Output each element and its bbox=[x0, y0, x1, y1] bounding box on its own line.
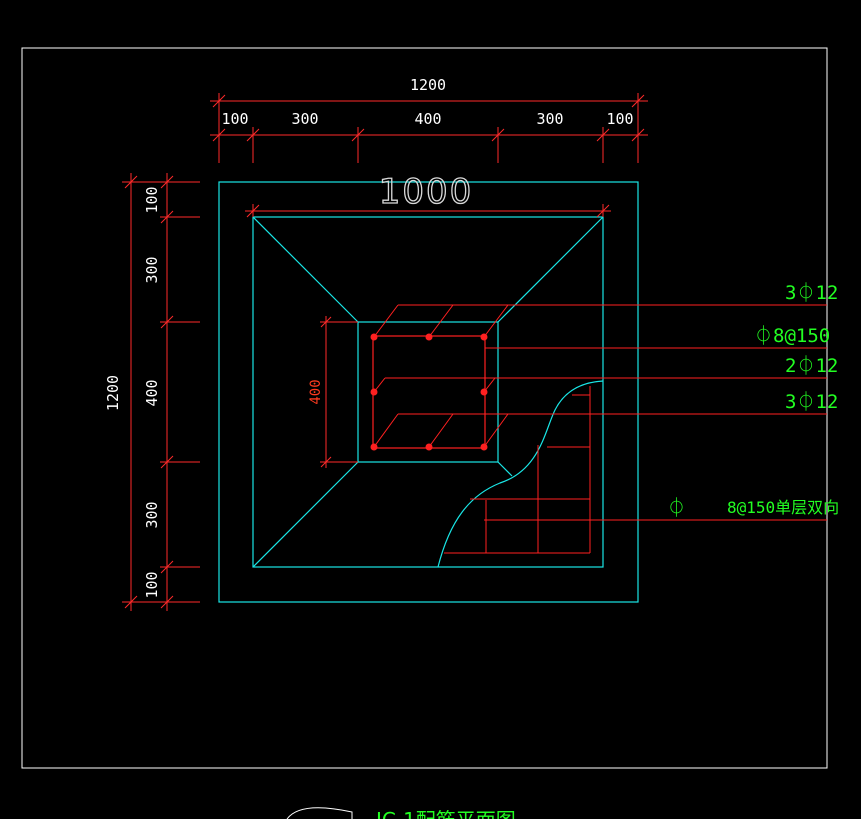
sheet-frame bbox=[21, 47, 828, 769]
footing-outline bbox=[218, 181, 639, 603]
drawing-title: JC-1配筋平面图 bbox=[374, 808, 516, 819]
bottom-bars-label: 3⏀12 bbox=[785, 390, 838, 413]
top-dimension-chain bbox=[210, 93, 648, 163]
top-dim-seg-2: 300 bbox=[291, 110, 318, 128]
left-dim-seg-3: 400 bbox=[143, 379, 161, 406]
mesh-symbol-label: ⏀ bbox=[667, 496, 686, 519]
inner-width-label: 1000 bbox=[379, 172, 474, 212]
top-dim-seg-4: 300 bbox=[536, 110, 563, 128]
middle-bars-label: 2⏀12 bbox=[785, 354, 838, 377]
top-dim-total: 1200 bbox=[410, 76, 446, 94]
left-dim-seg-5: 100 bbox=[143, 571, 161, 598]
left-dim-seg-1: 100 bbox=[143, 186, 161, 213]
left-dim-seg-2: 300 bbox=[143, 256, 161, 283]
left-dimension-chain bbox=[122, 173, 200, 611]
stirrup-label: ⏀8@150 bbox=[754, 324, 830, 347]
column-stirrup bbox=[372, 335, 486, 449]
title-circle bbox=[286, 807, 353, 819]
top-dim-seg-1: 100 bbox=[221, 110, 248, 128]
left-dim-seg-4: 300 bbox=[143, 501, 161, 528]
column-height-dimension bbox=[320, 316, 358, 468]
inner-width-dimension bbox=[245, 204, 611, 218]
rebar-dots bbox=[370, 333, 488, 451]
column-height-label: 400 bbox=[308, 379, 324, 404]
leader-lines bbox=[373, 304, 827, 521]
mesh-spec-label: 8@150单层双向 bbox=[727, 498, 839, 517]
top-dim-seg-5: 100 bbox=[606, 110, 633, 128]
left-dim-total: 1200 bbox=[104, 375, 122, 411]
bottom-mesh bbox=[444, 386, 591, 554]
top-bars-label: 3⏀12 bbox=[785, 281, 838, 304]
top-dim-seg-3: 400 bbox=[414, 110, 441, 128]
